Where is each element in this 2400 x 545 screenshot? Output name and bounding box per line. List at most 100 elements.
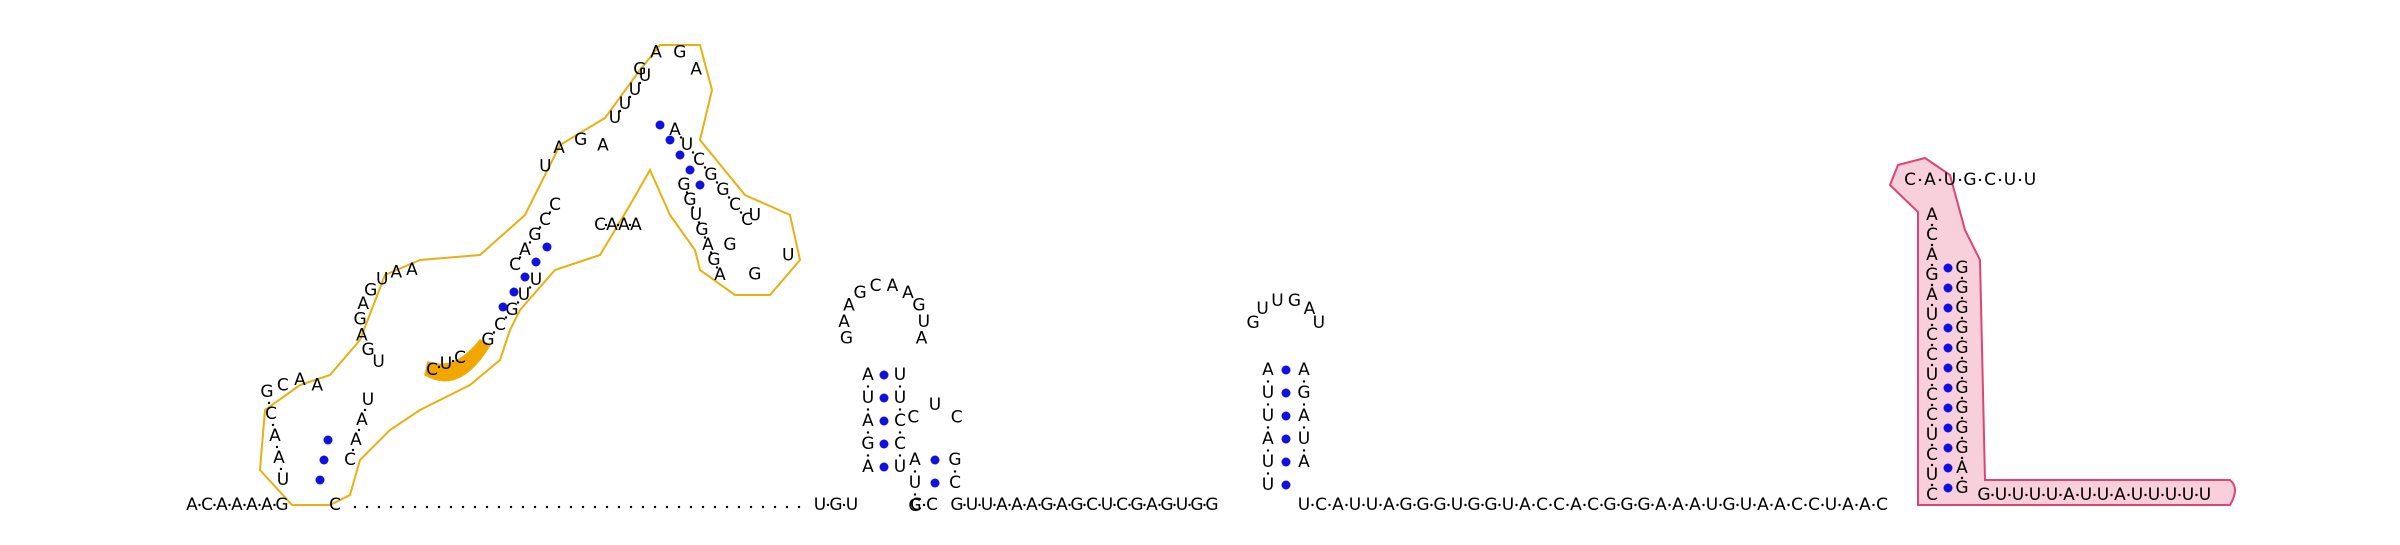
- baseline-nucleotide: C: [1536, 495, 1548, 515]
- yellow-loop1: C: [277, 375, 289, 395]
- base-pair-dot: [879, 439, 889, 449]
- yellow-stem3-5p: U: [619, 94, 631, 114]
- backbone-dot: [2093, 493, 2096, 497]
- baseline-nucleotide: C: [1553, 495, 1565, 515]
- backbone-dot: [437, 365, 441, 369]
- backbone-dot: [365, 505, 369, 509]
- baseline-nucleotide: U: [1502, 495, 1514, 515]
- baseline-nucleotide: G: [829, 495, 842, 515]
- backbone-dot: [1930, 323, 1934, 327]
- yellow-stem3-3p: C: [741, 210, 753, 230]
- base-pair-dot: [1943, 363, 1953, 373]
- backbone-dot: [2127, 493, 2130, 497]
- backbone-dot: [528, 241, 532, 244]
- baseline-nucleotide: A: [1011, 495, 1023, 515]
- backbone-dot: [1266, 380, 1270, 383]
- backbone-dot: [1345, 503, 1348, 507]
- backbone-dot: [1203, 503, 1206, 507]
- baseline-nucleotide: G: [1467, 495, 1480, 515]
- backbone-dot: [1617, 503, 1620, 507]
- backbone-dot: [243, 503, 246, 507]
- backbone-dot: [1379, 503, 1382, 507]
- backbone-dot: [1113, 503, 1116, 507]
- hp3-stem-3p: U: [1298, 429, 1310, 449]
- backbone-dot: [922, 503, 926, 507]
- yellow-loop1: A: [294, 370, 306, 390]
- backbone-dot: [1719, 503, 1722, 507]
- base-pair-dot: [665, 135, 675, 145]
- baseline-nucleotide: A: [1146, 495, 1158, 515]
- backbone-dot: [715, 266, 719, 269]
- backbone-dot: [492, 331, 496, 334]
- backbone-dot: [2076, 493, 2079, 497]
- backbone-dot: [842, 503, 846, 507]
- backbone-dot: [898, 431, 902, 434]
- backbone-dot: [569, 505, 573, 509]
- hp1-loop: U: [918, 312, 930, 332]
- yellow-loop-big: G: [353, 310, 366, 330]
- pink-left-stem: C: [1926, 225, 1938, 245]
- baseline-nucleotide: A: [996, 495, 1008, 515]
- backbone-dot: [1930, 383, 1934, 387]
- baseline-nucleotide: U: [1101, 495, 1113, 515]
- base-pair-dot: [531, 257, 541, 267]
- pink-tail: U: [2046, 485, 2058, 505]
- backbone-dot: [691, 151, 695, 154]
- baseline-nucleotide: A: [1859, 495, 1871, 515]
- backbone-dot: [727, 196, 731, 199]
- backbone-dot: [715, 181, 719, 184]
- backbone-dot: [685, 191, 689, 194]
- baseline-nucleotide: C: [1876, 495, 1888, 515]
- backbone-dot: [898, 385, 902, 388]
- backbone-dot: [1821, 503, 1824, 507]
- backbone-dot: [1938, 178, 1942, 182]
- baseline-nucleotide: G: [1722, 495, 1735, 515]
- backbone-dot: [653, 505, 657, 509]
- yellow-return: U: [690, 205, 702, 225]
- backbone-dot: [1068, 503, 1071, 507]
- backbone-dot: [1787, 503, 1790, 507]
- baseline-nucleotide: U: [1349, 495, 1361, 515]
- pink-right-stem: G: [1955, 358, 1968, 378]
- baseline-nucleotide: U: [966, 495, 978, 515]
- backbone-dot: [898, 408, 902, 411]
- yellow-bulge: A: [618, 215, 630, 235]
- base-pair-dot: [655, 120, 665, 130]
- backbone-dot: [629, 505, 633, 509]
- pink-left-stem: C: [1926, 385, 1938, 405]
- baseline-nucleotide: C: [910, 495, 922, 515]
- base-pair-dot: [1943, 403, 1953, 413]
- yellow-stem3-3p: A: [669, 120, 681, 140]
- backbone-dot: [2008, 493, 2011, 497]
- yellow-loop-mid: U: [539, 156, 551, 176]
- backbone-dot: [725, 505, 729, 509]
- backbone-dot: [2059, 493, 2062, 497]
- yellow-stem3-5p: U: [629, 80, 641, 100]
- backbone-dot: [1447, 503, 1450, 507]
- baseline-nucleotide: G: [1160, 495, 1173, 515]
- backbone-dot: [461, 505, 465, 509]
- backbone-dot: [413, 505, 417, 509]
- backbone-dot: [628, 95, 632, 99]
- backbone-dot: [665, 505, 669, 509]
- leading-nucleotide: G: [275, 495, 288, 515]
- base-pair-dot: [1943, 463, 1953, 473]
- yellow-highlight-nucleotide: C: [454, 348, 466, 368]
- backbone-dot: [866, 408, 870, 411]
- pink-left-stem: A: [1926, 285, 1938, 305]
- backbone-dot: [267, 401, 271, 405]
- yellow-stem3-3p: G: [704, 165, 717, 185]
- yellow-stem3-3p: C: [729, 195, 741, 215]
- backbone-dot: [785, 505, 789, 509]
- yellow-loop-big: A: [391, 262, 403, 282]
- backbone-dot: [1930, 303, 1934, 307]
- baseline-nucleotide: A: [1655, 495, 1667, 515]
- backbone-dot: [638, 81, 642, 85]
- hp3-loop: U: [1313, 313, 1325, 333]
- hp1-loop: C: [870, 276, 882, 296]
- backbone-dot: [1930, 263, 1934, 267]
- base-pair-dot: [879, 416, 889, 426]
- baseline-nucleotide: G: [1620, 495, 1633, 515]
- backbone-dot: [1173, 503, 1176, 507]
- pink-right-stem: G: [1955, 378, 1968, 398]
